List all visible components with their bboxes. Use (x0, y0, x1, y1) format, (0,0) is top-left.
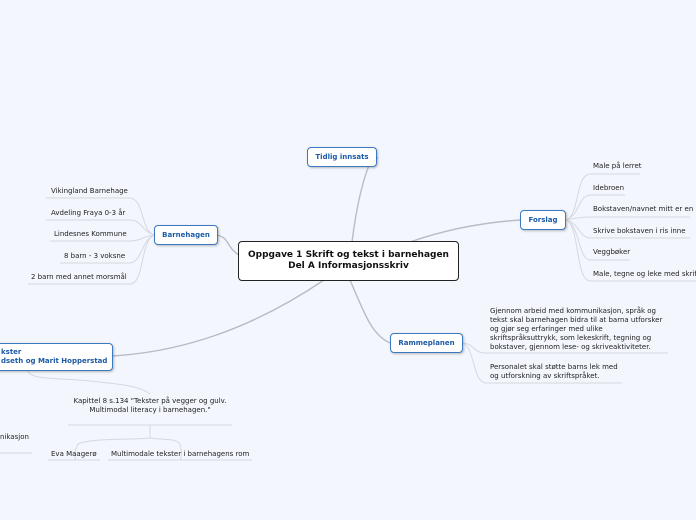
topic-tekster-line2: dseth og Marit Hopperstad (1, 357, 108, 365)
forslag-item[interactable]: Male, tegne og leke med skrift (593, 270, 696, 278)
forslag-item[interactable]: Skrive bokstaven i ris inne (593, 227, 686, 235)
barnehagen-item[interactable]: Vikingland Barnehage (51, 187, 128, 195)
connector-tekster (111, 279, 325, 357)
tekster-kapittel[interactable]: Kapittel 8 s.134 "Tekster på vegger og g… (73, 397, 227, 414)
tekster-subtopic[interactable]: Multimodale tekster i barnehagens rom (111, 450, 250, 458)
forslag-item[interactable]: Idebroen (593, 184, 625, 192)
barnehagen-item[interactable]: 8 barn - 3 voksne (64, 252, 126, 260)
topic-barnehagen-label: Barnehagen (162, 231, 210, 239)
tekster-author[interactable]: Eva Maagerø (51, 450, 97, 458)
connector-barnehagen (216, 234, 241, 257)
rammeplanen-item[interactable]: Gjennom arbeid med kommunikasjon, språk … (490, 307, 663, 351)
central-topic-line2: Del A Informasjonsskriv (288, 261, 409, 271)
barnehagen-item[interactable]: Lindesnes Kommune (54, 230, 127, 238)
rammeplanen-item[interactable]: Personalet skal støtte barns lek med og … (490, 363, 618, 380)
topic-tidlig-innsats[interactable]: Tidlig innsats (307, 147, 377, 167)
forslag-item[interactable]: Veggbøker (593, 248, 631, 256)
tekster-left-fragment[interactable]: nikasjon (0, 433, 29, 441)
topic-barnehagen[interactable]: Barnehagen (154, 225, 218, 245)
topic-tidlig-innsats-label: Tidlig innsats (315, 153, 369, 161)
topic-rammeplanen-label: Rammeplanen (398, 339, 455, 347)
central-topic-line1: Oppgave 1 Skrift og tekst i barnehagen (248, 250, 449, 260)
topic-forslag-label: Forslag (528, 216, 558, 224)
forslag-item[interactable]: Bokstaven/navnet mitt er en (593, 205, 694, 213)
barnehagen-item[interactable]: Avdeling Fraya 0-3 år (51, 209, 126, 217)
connector-rammeplanen (349, 279, 391, 344)
connector-forslag (409, 219, 521, 243)
topic-rammeplanen[interactable]: Rammeplanen (390, 333, 463, 353)
topic-tekster-line1: kster (1, 348, 22, 356)
forslag-item[interactable]: Male på lerret (593, 162, 642, 170)
connector-tidlig-innsats (351, 157, 373, 243)
central-topic[interactable]: Oppgave 1 Skrift og tekst i barnehagen D… (238, 241, 459, 281)
topic-tekster[interactable]: kster dseth og Marit Hopperstad (0, 343, 113, 371)
barnehagen-item[interactable]: 2 barn med annet morsmål (31, 273, 127, 281)
topic-forslag[interactable]: Forslag (520, 210, 566, 230)
